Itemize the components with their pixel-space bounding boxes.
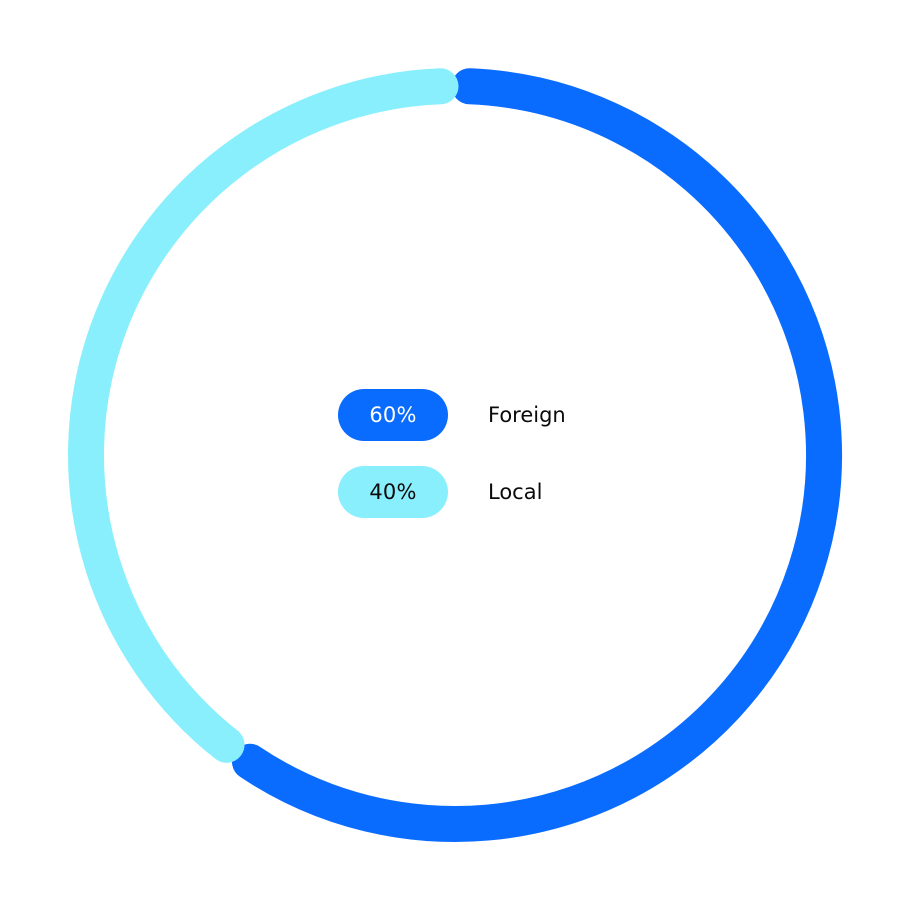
legend-label-local: Local [488,480,543,504]
donut-slice-local [68,68,459,763]
legend: 60% Foreign 40% Local [338,389,598,543]
donut-slice-foreign [231,68,842,842]
legend-value-foreign: 60% [369,403,417,427]
legend-item-local: 40% Local [338,466,598,518]
donut-slices [68,68,842,842]
legend-item-foreign: 60% Foreign [338,389,598,441]
legend-label-foreign: Foreign [488,403,566,427]
legend-value-pill-foreign: 60% [338,389,448,441]
legend-value-local: 40% [369,480,417,504]
legend-value-pill-local: 40% [338,466,448,518]
